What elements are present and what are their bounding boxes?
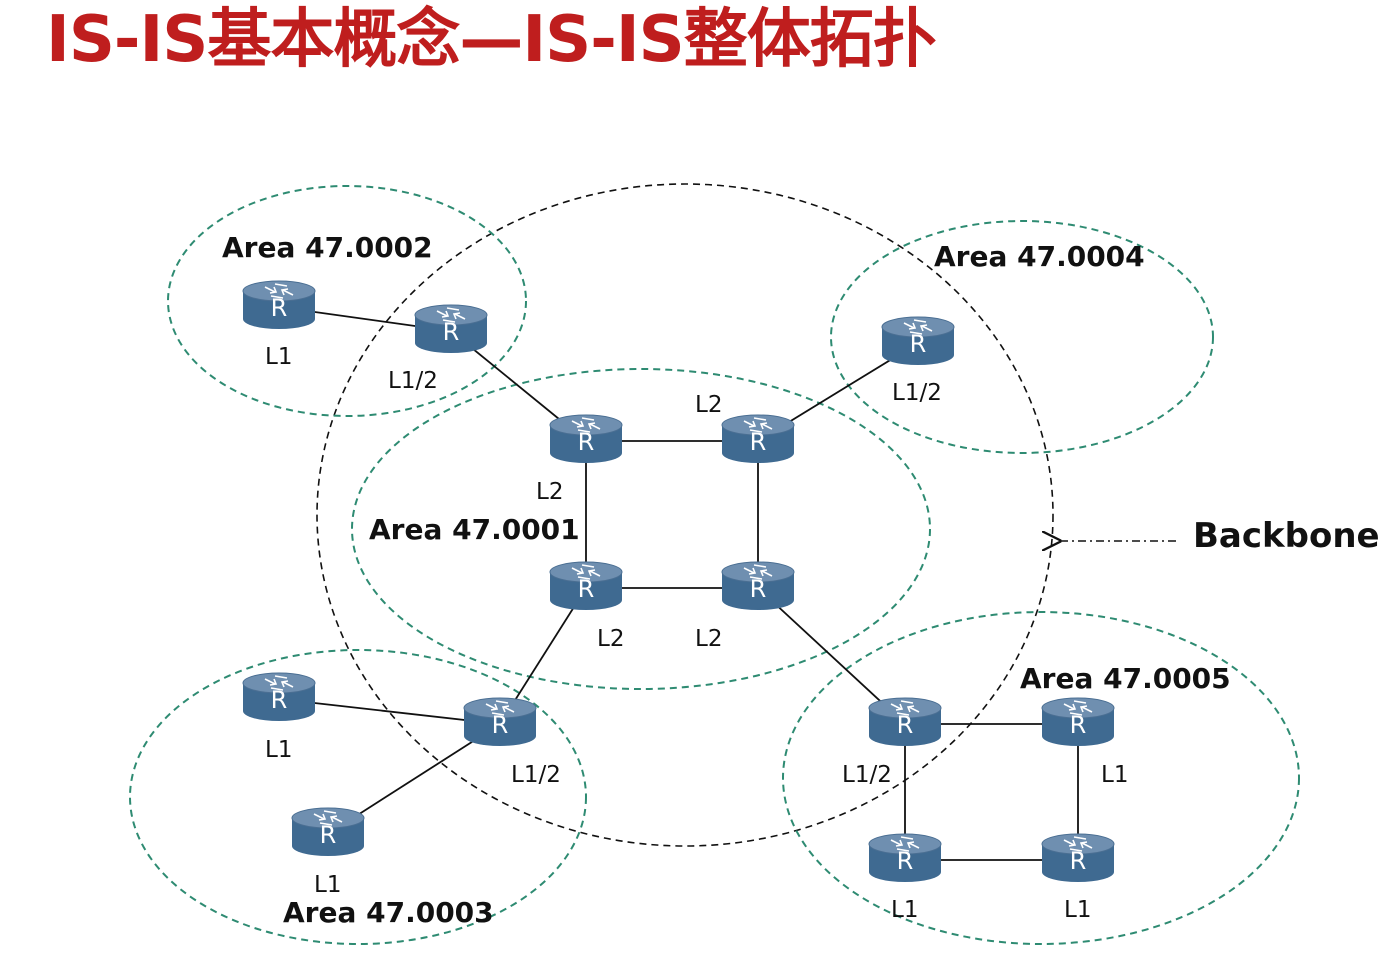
level-label-r5d: L1 [1064,897,1091,923]
area-label-47-0003: Area 47.0003 [283,896,494,929]
router-arrows-icon [436,307,466,323]
router-letter: R [578,428,595,456]
area-label-47-0001: Area 47.0001 [369,513,580,546]
level-label-r1c: L2 [597,626,624,652]
area-label-47-0005: Area 47.0005 [1020,662,1231,695]
router-letter: R [1070,711,1087,739]
router-arrows-icon [485,700,515,716]
router-r1c: R [549,561,623,610]
level-label-r5a: L1/2 [842,762,892,788]
router-letter: R [1070,847,1087,875]
area-boundary-47-0005 [782,611,1300,945]
router-arrows-icon [571,564,601,580]
router-arrows-icon [264,283,294,299]
router-letter: R [910,330,927,358]
router-letter: R [750,428,767,456]
router-r4a: R [881,316,955,365]
router-arrows-icon [313,810,343,826]
area-label-47-0002: Area 47.0002 [222,231,433,264]
router-r2a: R [242,280,316,329]
router-arrows-icon [903,319,933,335]
area-boundary-47-0003 [129,649,587,945]
router-r2b: R [414,304,488,353]
router-letter: R [897,711,914,739]
router-arrows-icon [743,417,773,433]
router-r5a: R [868,697,942,746]
router-r3c: R [291,807,365,856]
router-r1b: R [721,414,795,463]
level-labels: L1 L1/2 L1/2 L2 L2 L2 L2 L1 L1/2 L1 L1/2… [265,344,1128,923]
router-r3b: R [463,697,537,746]
router-r5c: R [868,833,942,882]
router-arrows-icon [571,417,601,433]
level-label-r1b: L2 [695,392,722,418]
level-label-r3a: L1 [265,737,292,763]
router-r1d: R [721,561,795,610]
area-boundary-47-0004 [830,220,1214,454]
level-label-r5b: L1 [1101,762,1128,788]
router-r1a: R [549,414,623,463]
link-r3a-r3b [278,698,501,725]
area-labels: Area 47.0002 Area 47.0004 Area 47.0001 A… [222,231,1231,929]
routers: R R R R R R R R R R R R R R [242,280,1115,882]
level-label-r1d: L2 [695,626,722,652]
router-letter: R [271,294,288,322]
router-letter: R [578,575,595,603]
level-label-r5c: L1 [891,897,918,923]
router-arrows-icon [264,675,294,691]
level-label-r2a: L1 [265,344,292,370]
router-arrows-icon [1063,700,1093,716]
level-label-r2b: L1/2 [388,368,438,394]
area-label-47-0004: Area 47.0004 [934,240,1145,273]
backbone-label: Backbone [1193,516,1380,556]
router-letter: R [320,821,337,849]
slide-title: IS-IS基本概念—IS-IS整体拓扑 [46,3,937,77]
router-r5b: R [1041,697,1115,746]
area-boundary-47-0002 [167,185,527,417]
level-label-r4a: L1/2 [892,380,942,406]
level-label-r3c: L1 [314,872,341,898]
router-arrows-icon [1063,836,1093,852]
router-r3a: R [242,672,316,721]
router-letter: R [897,847,914,875]
level-label-r1a: L2 [536,479,563,505]
router-letter: R [750,575,767,603]
router-letter: R [271,686,288,714]
level-label-r3b: L1/2 [511,762,561,788]
router-arrows-icon [890,836,920,852]
router-arrows-icon [743,564,773,580]
area-boundary-47-0001 [351,368,931,690]
backbone-boundary [316,183,1054,847]
router-letter: R [443,318,460,346]
router-r5d: R [1041,833,1115,882]
router-letter: R [492,711,509,739]
router-arrows-icon [890,700,920,716]
